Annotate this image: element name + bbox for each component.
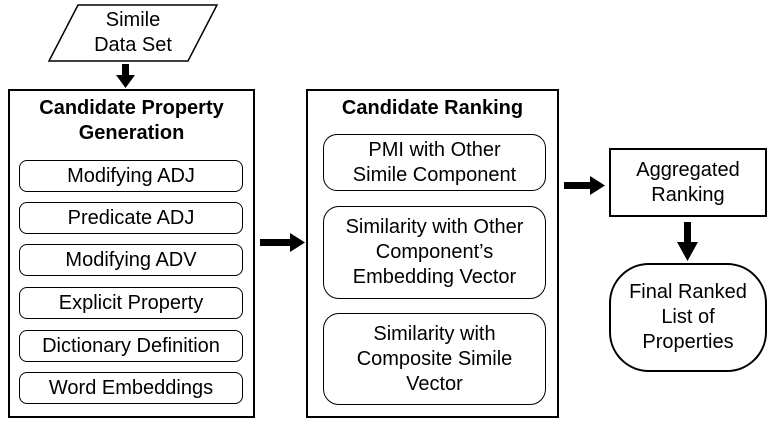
generation-title-line-2: Generation [78, 122, 185, 144]
ranking-item-text: Similarity with Composite Simile Vector [357, 322, 513, 397]
generation-item-label: Word Embeddings [48, 376, 214, 399]
generation-item-label: Modifying ADJ [67, 164, 195, 187]
generation-item: Modifying ADV [19, 244, 243, 276]
input-line-1: Simile [105, 9, 161, 31]
ranking-item-line: Vector [406, 372, 463, 395]
input-parallelogram [47, 4, 219, 62]
ranking-item-text: PMI with Other Simile Component [353, 138, 516, 188]
ranking-item-line: Simile Component [352, 163, 517, 186]
final-line-3: Properties [642, 331, 734, 353]
final-ranked-list-box: Final Ranked List of Properties [609, 263, 767, 372]
arrow-aggregated-to-final [677, 222, 698, 261]
generation-item-label: Predicate ADJ [67, 206, 195, 229]
aggregated-line-1: Aggregated [636, 158, 740, 181]
ranking-item-line: PMI with Other [368, 138, 501, 161]
ranking-title: Candidate Ranking [341, 97, 524, 119]
ranking-item-line: Component’s [375, 241, 494, 263]
generation-title: Candidate Property Generation [8, 96, 255, 146]
aggregated-ranking-text: Aggregated Ranking [636, 158, 739, 208]
arrow-generation-to-ranking [260, 233, 305, 252]
generation-item: Modifying ADJ [19, 160, 243, 192]
final-ranked-list-text: Final Ranked List of Properties [629, 280, 747, 355]
generation-item: Predicate ADJ [19, 202, 243, 234]
arrow-input-to-generation [116, 64, 135, 88]
ranking-item-line: Embedding Vector [352, 266, 517, 288]
final-line-1: Final Ranked [629, 281, 747, 303]
generation-item: Explicit Property [19, 287, 243, 319]
ranking-item: PMI with Other Simile Component [323, 134, 546, 191]
ranking-item-text: Similarity with Other Component’s Embedd… [346, 215, 524, 290]
final-line-2: List of [661, 306, 715, 328]
ranking-item: Similarity with Other Component’s Embedd… [323, 206, 546, 299]
input-line-2: Data Set [94, 34, 172, 56]
arrow-ranking-to-aggregated [564, 176, 605, 195]
ranking-item-line: Similarity with [373, 322, 496, 345]
ranking-item: Similarity with Composite Simile Vector [323, 313, 546, 405]
generation-item: Word Embeddings [19, 372, 243, 404]
aggregated-line-2: Ranking [651, 183, 725, 206]
generation-title-line-1: Candidate Property [39, 97, 224, 119]
generation-item: Dictionary Definition [19, 330, 243, 362]
generation-item-label: Explicit Property [58, 291, 204, 314]
generation-item-label: Dictionary Definition [42, 334, 220, 357]
input-data-label: Simile Data Set [55, 8, 211, 58]
generation-item-label: Modifying ADV [65, 248, 197, 271]
ranking-item-line: Similarity with Other [345, 216, 524, 238]
aggregated-ranking-box: Aggregated Ranking [609, 148, 767, 217]
ranking-item-line: Composite Simile [356, 347, 513, 370]
